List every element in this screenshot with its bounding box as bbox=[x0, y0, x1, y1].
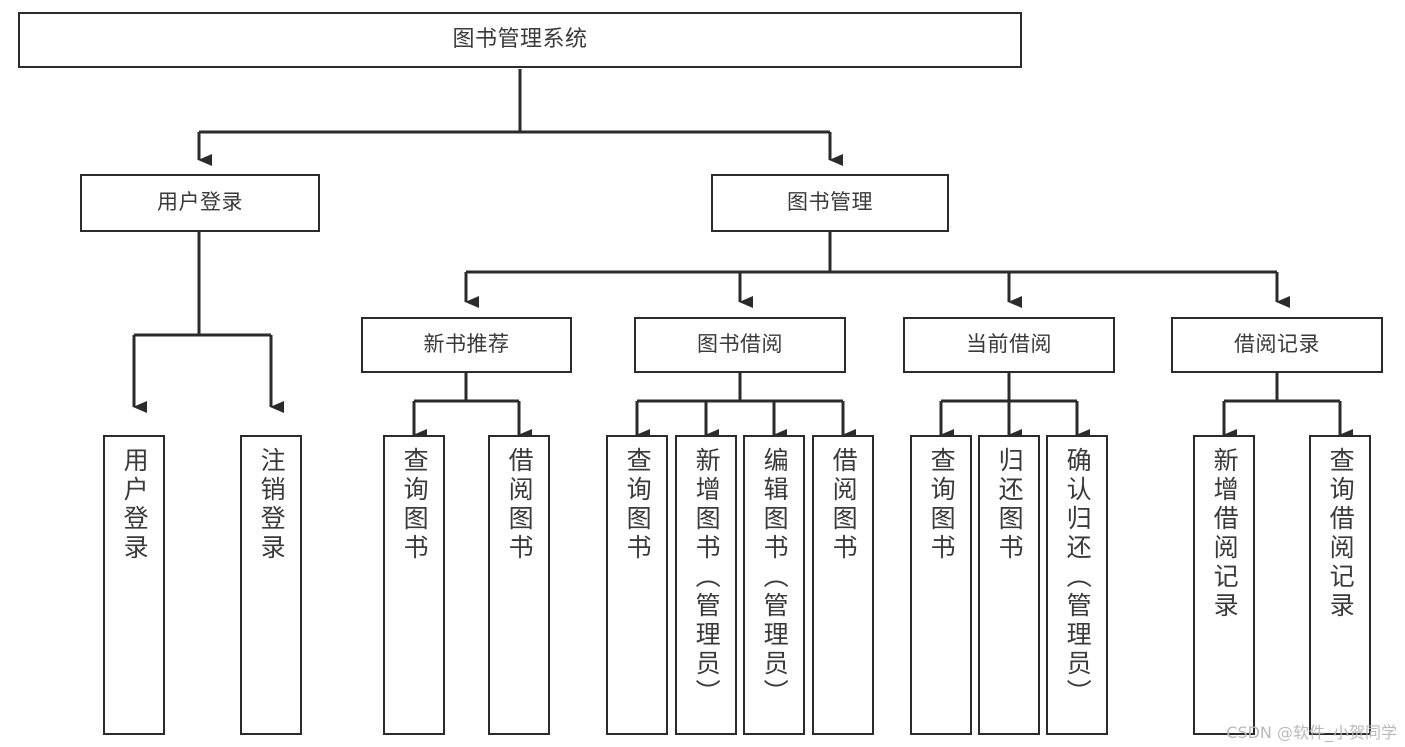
node-borrow-records[interactable]: 借阅记录 bbox=[1171, 317, 1383, 373]
leaf-new-book-query-book[interactable]: 查询图书 bbox=[383, 435, 445, 735]
node-new-book-recommend[interactable]: 新书推荐 bbox=[361, 317, 572, 373]
node-label: 用户登录 bbox=[157, 190, 243, 215]
node-label: 查询图书 bbox=[623, 447, 653, 563]
leaf-borrow-records-query-record[interactable]: 查询借阅记录 bbox=[1309, 435, 1371, 735]
node-root-book-management-system[interactable]: 图书管理系统 bbox=[18, 12, 1022, 68]
node-label: 借阅图书 bbox=[829, 447, 859, 563]
leaf-user-login-logout[interactable]: 注销登录 bbox=[240, 435, 302, 735]
node-label: 用户登录 bbox=[120, 447, 150, 563]
node-label: 新书推荐 bbox=[423, 332, 510, 357]
node-label: 借阅记录 bbox=[1234, 332, 1320, 357]
node-label: 归还图书 bbox=[995, 447, 1025, 563]
leaf-user-login-login[interactable]: 用户登录 bbox=[103, 435, 165, 735]
node-current-borrow[interactable]: 当前借阅 bbox=[903, 317, 1115, 373]
node-label: 图书管理系统 bbox=[452, 26, 588, 52]
node-label: 借阅图书 bbox=[505, 447, 535, 563]
node-label: 新增图书（管理员） bbox=[692, 447, 722, 708]
leaf-current-borrow-confirm-return-admin[interactable]: 确认归还（管理员） bbox=[1046, 435, 1108, 735]
node-label: 当前借阅 bbox=[966, 332, 1052, 357]
leaf-new-book-borrow-book[interactable]: 借阅图书 bbox=[488, 435, 550, 735]
leaf-book-borrow-borrow-book[interactable]: 借阅图书 bbox=[812, 435, 874, 735]
leaf-borrow-records-add-record[interactable]: 新增借阅记录 bbox=[1193, 435, 1255, 735]
leaf-book-borrow-edit-book-admin[interactable]: 编辑图书（管理员） bbox=[743, 435, 805, 735]
leaf-book-borrow-add-book-admin[interactable]: 新增图书（管理员） bbox=[675, 435, 737, 735]
leaf-current-borrow-query-book[interactable]: 查询图书 bbox=[910, 435, 972, 735]
node-label: 注销登录 bbox=[257, 447, 287, 563]
node-label: 确认归还（管理员） bbox=[1063, 447, 1093, 708]
node-book-borrow[interactable]: 图书借阅 bbox=[634, 317, 846, 373]
node-label: 图书管理 bbox=[787, 190, 873, 215]
node-book-management[interactable]: 图书管理 bbox=[711, 174, 949, 232]
node-user-login[interactable]: 用户登录 bbox=[80, 174, 320, 232]
node-label: 查询图书 bbox=[400, 447, 430, 563]
node-label: 查询图书 bbox=[927, 447, 957, 563]
node-label: 新增借阅记录 bbox=[1210, 447, 1240, 621]
node-label: 编辑图书（管理员） bbox=[760, 447, 790, 708]
watermark-text: CSDN @软件_小贺同学 bbox=[1226, 723, 1397, 742]
node-label: 查询借阅记录 bbox=[1326, 447, 1356, 621]
leaf-current-borrow-return-book[interactable]: 归还图书 bbox=[978, 435, 1040, 735]
node-label: 图书借阅 bbox=[697, 332, 783, 357]
leaf-book-borrow-query-book[interactable]: 查询图书 bbox=[606, 435, 668, 735]
